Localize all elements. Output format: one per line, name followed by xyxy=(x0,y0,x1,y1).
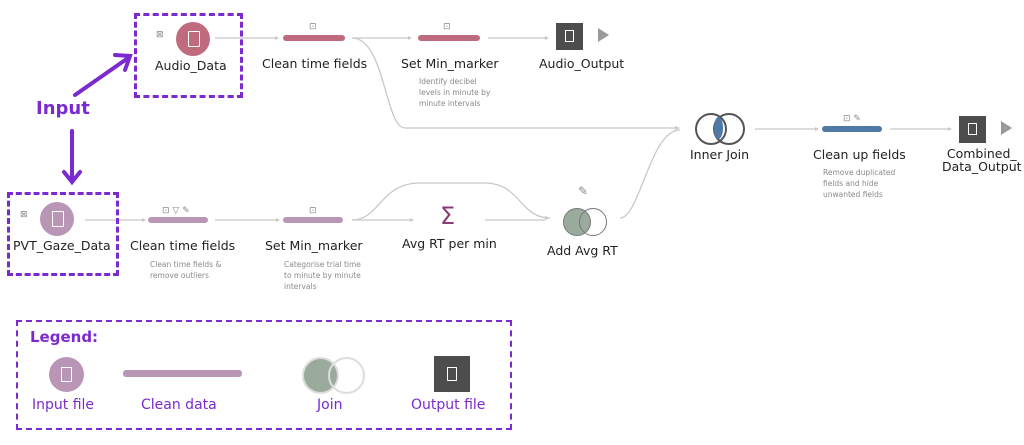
cleanup-label: Clean up fields xyxy=(813,147,906,162)
audio-clean-step[interactable] xyxy=(283,35,345,41)
audio-output-label: Audio_Output xyxy=(539,56,625,71)
remove-icon[interactable]: ⊠ xyxy=(156,30,164,40)
gaze-clean-step[interactable] xyxy=(148,217,208,223)
audio-input-highlight xyxy=(134,13,243,98)
legend-output-icon xyxy=(434,356,470,392)
connector xyxy=(351,37,675,129)
file-icon xyxy=(188,31,200,47)
audio-output-node[interactable] xyxy=(556,23,583,50)
legend-input-icon xyxy=(49,357,84,392)
intersection-fill xyxy=(714,117,723,139)
gaze-data-label: PVT_Gaze_Data xyxy=(13,238,111,253)
legend-join-label: Join xyxy=(317,397,343,413)
cleanup-step[interactable] xyxy=(822,126,882,132)
audio-data-node[interactable] xyxy=(176,22,210,56)
audio-clean-label: Clean time fields xyxy=(262,56,368,71)
legend-clean-icon xyxy=(123,370,242,377)
add-avg-label: Add Avg RT xyxy=(547,243,618,258)
gaze-setmin-step[interactable] xyxy=(283,217,343,223)
edit-icon: ✎ xyxy=(578,184,589,198)
rename-icon: ⊡ ✎ xyxy=(843,114,861,124)
gaze-data-node[interactable] xyxy=(40,202,74,236)
connector xyxy=(351,182,551,221)
run-icon[interactable] xyxy=(1001,121,1012,135)
audio-setmin-step[interactable] xyxy=(418,35,480,41)
audio-setmin-label: Set Min_marker xyxy=(401,56,499,71)
connector xyxy=(619,129,681,219)
file-icon xyxy=(52,211,64,227)
run-icon[interactable] xyxy=(598,28,609,42)
gaze-clean-desc: Clean time fields &remove outliers xyxy=(150,260,222,280)
gaze-setmin-label: Set Min_marker xyxy=(265,238,363,253)
rename-icon: ⊡ xyxy=(309,22,317,32)
combined-output-label: Combined_Data_Output xyxy=(942,146,1022,174)
file-icon xyxy=(968,123,977,135)
avg-rt-label: Avg RT per min xyxy=(402,236,497,251)
combined-output-node[interactable] xyxy=(959,116,986,143)
rename-icon: ⊡ xyxy=(309,206,317,216)
file-icon xyxy=(565,30,574,42)
legend-output-label: Output file xyxy=(411,397,486,413)
legend-title: Legend: xyxy=(30,328,99,346)
rename-icon: ⊡ xyxy=(443,22,451,32)
remove-icon[interactable]: ⊠ xyxy=(20,210,28,220)
legend-box xyxy=(16,320,512,430)
audio-data-label: Audio_Data xyxy=(155,58,227,73)
aggregate-icon[interactable]: Σ xyxy=(440,202,456,230)
step-icons: ⊡ ▽ ✎ xyxy=(162,206,190,216)
legend-clean-label: Clean data xyxy=(141,397,217,413)
gaze-clean-label: Clean time fields xyxy=(130,238,236,253)
legend-input-label: Input file xyxy=(32,397,95,413)
inner-join-label: Inner Join xyxy=(690,147,750,162)
input-annotation: Input xyxy=(36,98,90,119)
arrow-to-audio xyxy=(73,56,130,97)
gaze-input-highlight xyxy=(7,192,119,276)
